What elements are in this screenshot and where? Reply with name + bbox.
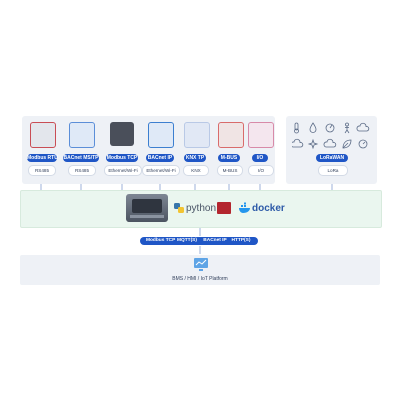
device-thumbnail [69,122,95,148]
interface-label: Ethernet/Wi-Fi [142,165,180,176]
protocol-chip: Modbus RTU [27,154,58,162]
docker-logo-text: docker [252,203,285,214]
interface-label: KNX [183,165,209,176]
protocol-chip: LoRaWAN [316,154,348,162]
device-thumbnail [110,122,134,146]
interface-label: I/O [248,165,274,176]
protocol-chip: Modbus TCP [106,154,138,162]
cloud-icon [356,122,370,132]
interface-label: Ethernet/Wi-Fi [104,165,142,176]
protocol-chip: BACnet MS/TP [63,154,99,162]
protocol-label: BACnet IP [203,238,227,243]
protocol-label: MQTT(S) [177,238,197,243]
cloud-icon [323,138,337,148]
gauge-icon [325,123,335,133]
protocol-chip: I/O [252,154,268,162]
device-thumbnail [218,122,244,148]
thermometer-icon [294,122,299,134]
python-logo-text: python [186,203,217,214]
protocol-chip: KNX TP [184,154,206,162]
droplet-icon [309,122,317,133]
dial-icon [358,139,368,149]
protocol-label: Modbus TCP [146,238,176,243]
protocol-bar [140,237,258,245]
device-thumbnail [248,122,274,148]
interface-label: LoRa [318,165,348,176]
leaf-icon [342,139,352,149]
interface-label: RS485 [28,165,56,176]
nodered-icon [217,202,231,214]
protocol-chip: M-BUS [218,154,240,162]
python-icon [174,203,184,213]
platform-label: BMS / HMI / IoT Platform [172,276,228,282]
monitor-icon [194,258,208,271]
cloud-icon [292,138,304,148]
sparkle-icon [307,138,319,150]
device-thumbnail [148,122,174,148]
protocol-chip: BACnet IP [146,154,174,162]
docker-icon [239,202,250,213]
gateway-screen [132,199,162,213]
gateway-terminals [130,215,164,218]
person-icon [344,122,350,134]
device-thumbnail [30,122,56,148]
sensor-icon-grid [292,122,370,150]
protocol-label: HTTP(S) [231,238,251,243]
gateway-device [126,194,168,222]
gateway-band [20,190,382,228]
interface-label: M-BUS [217,165,243,176]
interface-label: RS485 [68,165,96,176]
device-thumbnail [184,122,210,148]
